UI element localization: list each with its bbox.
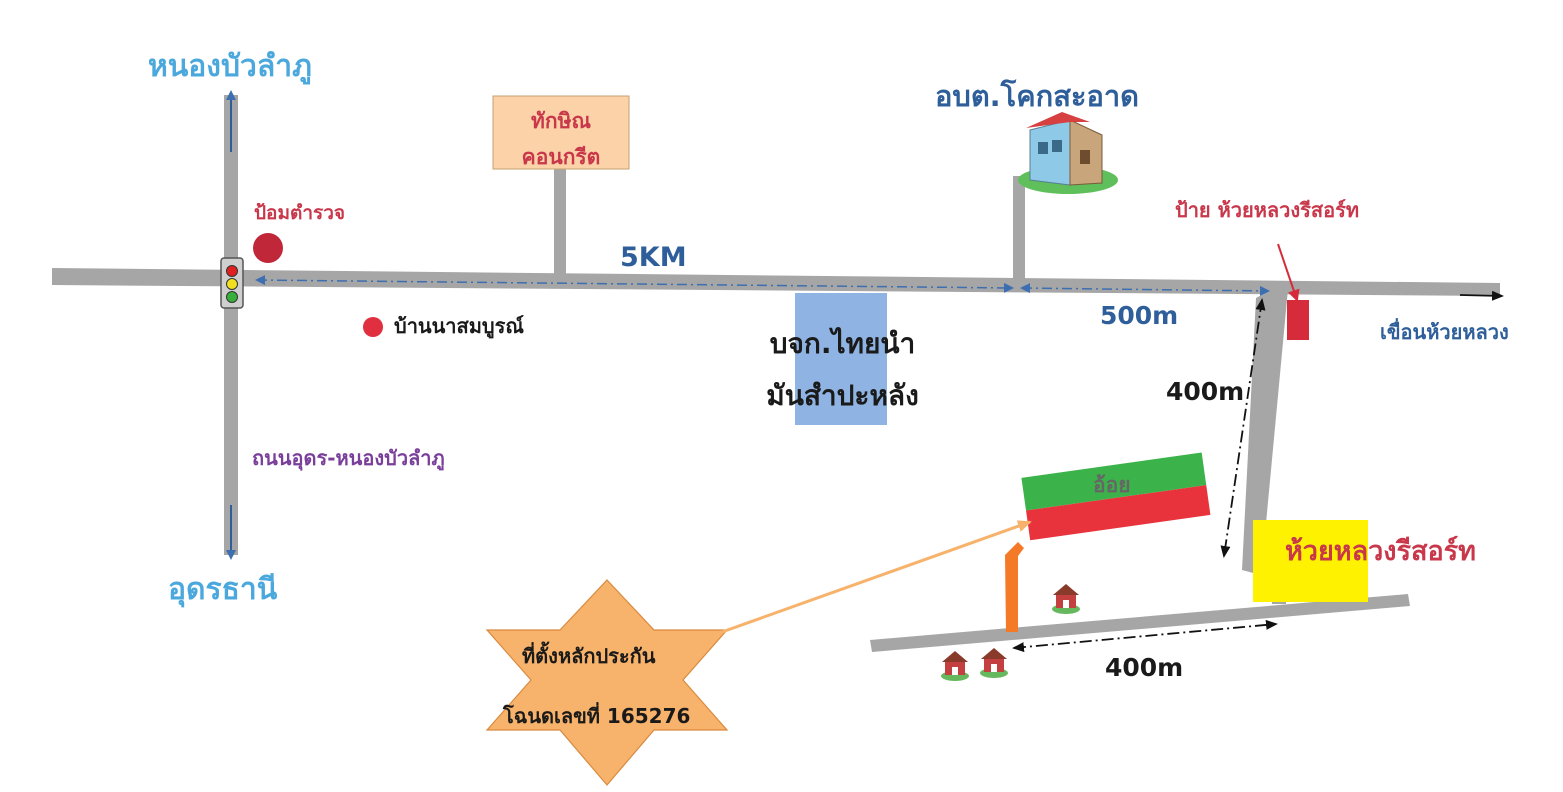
concrete-label: ทักษิณ คอนกรีต [521,109,601,169]
concrete-branch-road [554,168,566,276]
distance-500m-label: 500m [1100,301,1179,330]
house-icon-1 [1052,584,1080,614]
police-box-label: ป้อมตำรวจ [254,202,346,224]
collateral-star [485,579,729,786]
factory-label: บจก.ไทยนำ มันสำปะหลัง [766,327,919,412]
sao-office-label: อบต.โคกสะอาด [935,79,1140,113]
concrete-box [492,95,630,170]
plot-owner-label: อ้อย [1093,473,1131,497]
sign-pointer-arrow [1277,243,1300,302]
sao-branch-road [1013,176,1025,284]
highway-label: ถนนอุดร-หนองบัวลำภู [252,446,445,470]
dam-arrow [1459,290,1504,301]
house-icon-3 [980,648,1008,678]
resort-label: ห้วยหลวงรีสอร์ท [1285,536,1476,567]
police-box-marker [253,233,283,263]
access-path-marker [1005,542,1024,632]
dim-400m-vertical [1220,298,1266,558]
resort-box [1253,520,1368,602]
bottom-road [870,594,1410,652]
village-label: บ้านนาสมบูรณ์ [394,314,524,338]
collateral-title: ที่ตั้งหลักประกัน [522,644,656,668]
dim-500m [1020,283,1270,296]
traffic-light-icon [220,257,244,309]
north-town-label: หนองบัวลำภู [148,49,312,84]
distance-5km-label: 5KM [620,242,687,273]
resort-sign-label: ป้าย ห้วยหลวงรีสอร์ท [1175,198,1360,222]
resort-sign-marker [1287,300,1309,340]
collateral-pointer-arrow [721,520,1032,634]
highway-road [224,95,238,555]
dam-label: เขื่อนห้วยหลวง [1380,320,1509,344]
land-plot [1021,452,1211,541]
dim-5km [255,275,1014,293]
village-marker [363,317,383,337]
building-icon [1018,112,1118,194]
house-icon-2 [941,651,969,681]
distance-400m-bottom-label: 400m [1105,653,1184,682]
south-town-label: อุดรธานี [168,572,278,607]
collateral-deed-number: โฉนดเลขที่ 165276 [503,704,691,728]
distance-400m-vertical-label: 400m [1166,377,1245,406]
factory-box [795,293,887,425]
